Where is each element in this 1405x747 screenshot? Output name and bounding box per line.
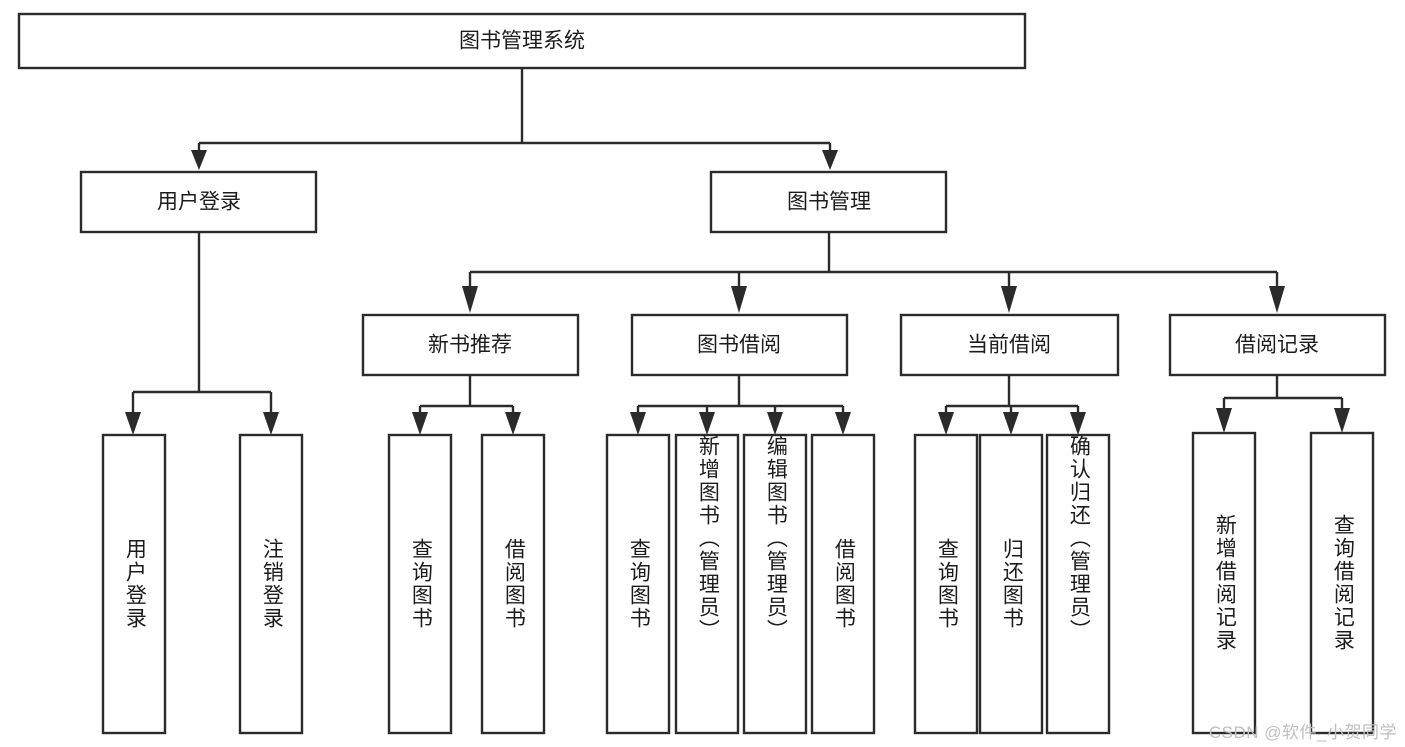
node-current-borrow[interactable]: 当前借阅 <box>899 313 1120 377</box>
new-book-recommend-label: 新书推荐 <box>428 334 512 357</box>
arrow-to-cb-leaf-2 <box>1003 412 1019 435</box>
book-management-box[interactable] <box>709 170 948 234</box>
arrow-to-borrow-record <box>1269 286 1285 313</box>
book-borrow-box[interactable] <box>630 313 849 377</box>
leaf-box-borrow-record-1[interactable] <box>1191 431 1257 735</box>
arrow-to-cb-leaf-3 <box>1070 412 1086 435</box>
csdn-watermark: CSDN @软件_小贺同学 <box>1208 723 1397 742</box>
borrow-record-label: 借阅记录 <box>1235 334 1319 357</box>
connector-book-mgmt-to-level2 <box>462 232 1285 313</box>
leaf-box-new-book-2[interactable] <box>480 433 546 735</box>
root-box[interactable] <box>17 12 1027 70</box>
node-book-management[interactable]: 图书管理 <box>709 170 948 234</box>
leaf-box-user-login-2[interactable] <box>238 433 304 735</box>
connector-book-borrow-to-leaves <box>630 375 851 435</box>
leaf-box-user-login-1[interactable] <box>101 433 167 735</box>
arrow-to-book-borrow <box>731 286 747 313</box>
new-book-recommend-box[interactable] <box>361 313 580 377</box>
current-borrow-label: 当前借阅 <box>967 334 1051 357</box>
arrow-to-user-login <box>191 150 207 170</box>
arrow-to-bb-leaf-2 <box>699 412 715 435</box>
arrow-to-leaf-user-login <box>125 412 141 435</box>
node-root-system[interactable]: 图书管理系统 <box>17 12 1027 70</box>
arrow-to-new-book <box>462 286 478 313</box>
arrow-to-nb-leaf-2 <box>505 412 521 435</box>
user-login-label: 用户登录 <box>157 191 241 214</box>
arrow-to-br-leaf-2 <box>1334 408 1350 433</box>
node-book-borrow[interactable]: 图书借阅 <box>630 313 849 377</box>
arrow-to-current-borrow <box>1001 286 1017 313</box>
leaf-box-book-borrow-2[interactable] <box>674 433 740 735</box>
leaf-box-new-book-1[interactable] <box>387 433 453 735</box>
leaf-box-current-borrow-3[interactable] <box>1045 433 1111 735</box>
node-new-book-recommend[interactable]: 新书推荐 <box>361 313 580 377</box>
arrow-to-bb-leaf-4 <box>835 412 851 435</box>
book-management-label: 图书管理 <box>787 191 871 214</box>
node-user-login[interactable]: 用户登录 <box>79 170 318 234</box>
connector-borrow-record-to-leaves <box>1216 375 1350 433</box>
arrow-to-book-mgmt <box>822 150 838 170</box>
connector-new-book-to-leaves <box>412 375 521 435</box>
arrow-to-cb-leaf-1 <box>938 412 954 435</box>
leaf-box-book-borrow-4[interactable] <box>810 433 876 735</box>
leaf-box-book-borrow-1[interactable] <box>605 433 671 735</box>
arrow-to-nb-leaf-1 <box>412 412 428 435</box>
connector-root-to-level1 <box>191 68 838 170</box>
current-borrow-box[interactable] <box>899 313 1120 377</box>
arrow-to-bb-leaf-1 <box>630 412 646 435</box>
arrow-to-br-leaf-1 <box>1216 408 1232 433</box>
connector-current-borrow-to-leaves <box>938 375 1086 435</box>
arrow-to-bb-leaf-3 <box>767 412 783 435</box>
leaf-box-book-borrow-3[interactable] <box>742 433 808 735</box>
borrow-record-box[interactable] <box>1168 313 1387 377</box>
leaf-box-borrow-record-2[interactable] <box>1309 431 1375 735</box>
leaf-box-current-borrow-1[interactable] <box>913 433 979 735</box>
node-borrow-record[interactable]: 借阅记录 <box>1168 313 1387 377</box>
arrow-to-leaf-logout <box>263 412 279 435</box>
book-borrow-label: 图书借阅 <box>697 334 781 357</box>
connector-user-login-to-leaves <box>125 232 279 435</box>
leaf-box-current-borrow-2[interactable] <box>978 433 1044 735</box>
root-label: 图书管理系统 <box>459 30 585 53</box>
